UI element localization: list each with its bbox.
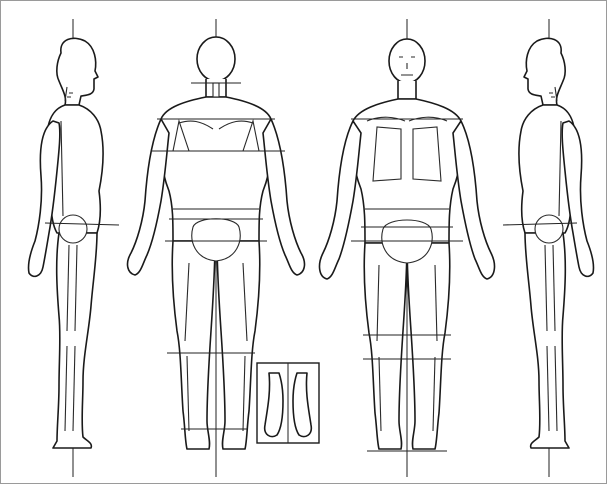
pelvis-outline-4 [535, 215, 563, 243]
inset-feet-posterior [257, 363, 319, 443]
figure-left-lateral-view [28, 19, 119, 477]
figure-right-lateral-view [503, 19, 594, 477]
figure-anterior-view [320, 19, 495, 477]
pelvis-outline-1 [59, 215, 87, 243]
